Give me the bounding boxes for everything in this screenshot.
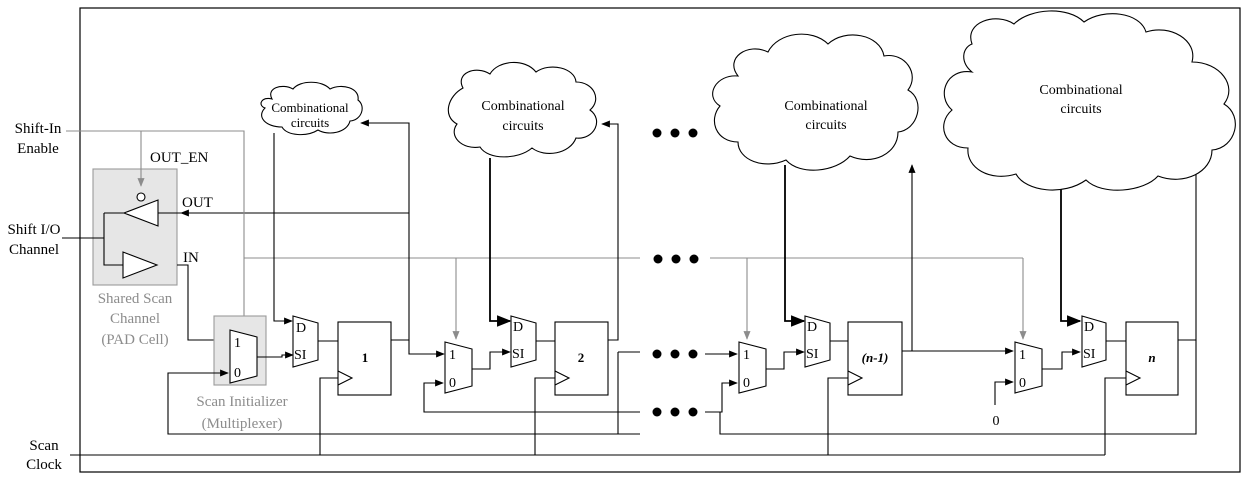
cloud-2-label-2: circuits: [502, 119, 543, 134]
register-1: [337, 321, 392, 396]
scan-clock-label-2: Clock: [26, 457, 62, 473]
scan-mux-1-d: D: [296, 321, 306, 336]
pad-caption-2: Channel: [110, 311, 160, 327]
initializer-mux: [229, 329, 258, 384]
register-1-label: 1: [362, 350, 369, 365]
in-label: IN: [183, 250, 199, 266]
scan-mux-2: [510, 315, 537, 368]
pad-caption-1: Shared Scan: [98, 291, 173, 307]
scan-mux-n-d: D: [1084, 320, 1094, 335]
scan-mux-1-si: SI: [294, 348, 307, 363]
register-2: [554, 321, 609, 396]
shift-io-channel-label-2: Channel: [9, 242, 59, 258]
mux-n: [1014, 341, 1043, 394]
mux-2: [444, 341, 473, 394]
scan-mux-1: [292, 315, 319, 368]
combinational-cloud-2: Combinational circuits: [447, 61, 598, 158]
scan-clock-label-1: Scan: [29, 438, 59, 454]
init-mux-in0-label: 0: [234, 366, 241, 381]
scan-mux-2-si: SI: [512, 347, 525, 362]
register-n-1: [847, 321, 903, 396]
cloud-3-label-1: Combinational: [784, 99, 867, 114]
ellipsis-dots-top: [652, 128, 698, 138]
ellipsis-dots-feedback: [652, 407, 698, 417]
enable-bubble: [136, 192, 146, 202]
initializer-caption-1: Scan Initializer: [196, 394, 287, 410]
mux-n-1: [738, 341, 767, 394]
scan-mux-n-si: SI: [1083, 347, 1096, 362]
out-en-label: OUT_EN: [150, 150, 208, 166]
shift-io-channel-label-1: Shift I/O: [8, 222, 61, 238]
combinational-cloud-3: Combinational circuits: [712, 33, 919, 171]
register-n-label: n: [1148, 350, 1155, 365]
cloud-4-label-1: Combinational: [1039, 83, 1122, 98]
mux-2-in1: 1: [449, 348, 456, 363]
scan-mux-n-1-si: SI: [806, 347, 819, 362]
ellipsis-dots-in-line: [653, 254, 699, 264]
scan-mux-n: [1081, 315, 1107, 368]
mux-n-in1: 1: [1019, 348, 1026, 363]
cloud-1-label-2: circuits: [291, 115, 329, 130]
out-label: OUT: [182, 195, 213, 211]
constant-zero-label: 0: [993, 414, 1000, 429]
init-mux-in1-label: 1: [234, 336, 241, 351]
ellipsis-dots-chain: [652, 349, 698, 359]
combinational-cloud-4: Combinational circuits: [943, 10, 1236, 191]
scan-mux-n-1-d: D: [807, 320, 817, 335]
cloud-2-label-1: Combinational: [481, 99, 564, 114]
mux-2-in0: 0: [449, 376, 456, 391]
scan-mux-n-1: [804, 315, 831, 368]
combinational-cloud-1: Combinational circuits: [260, 81, 363, 136]
register-n: [1125, 321, 1179, 396]
cloud-4-label-2: circuits: [1060, 102, 1101, 117]
pad-caption-3: (PAD Cell): [101, 332, 168, 348]
register-2-label: 2: [578, 350, 585, 365]
mux-n-in0: 0: [1019, 376, 1026, 391]
mux-n-1-in0: 0: [743, 376, 750, 391]
mux-n-1-in1: 1: [743, 348, 750, 363]
initializer-caption-2: (Multiplexer): [202, 416, 283, 432]
cloud-1-label-1: Combinational: [271, 100, 349, 115]
scan-mux-2-d: D: [513, 320, 523, 335]
chip-boundary: [79, 7, 1241, 473]
shift-in-enable-label-1: Shift-In: [15, 121, 62, 137]
cloud-3-label-2: circuits: [805, 118, 846, 133]
shift-in-enable-label-2: Enable: [17, 141, 59, 157]
register-n-1-label: (n-1): [862, 350, 889, 365]
